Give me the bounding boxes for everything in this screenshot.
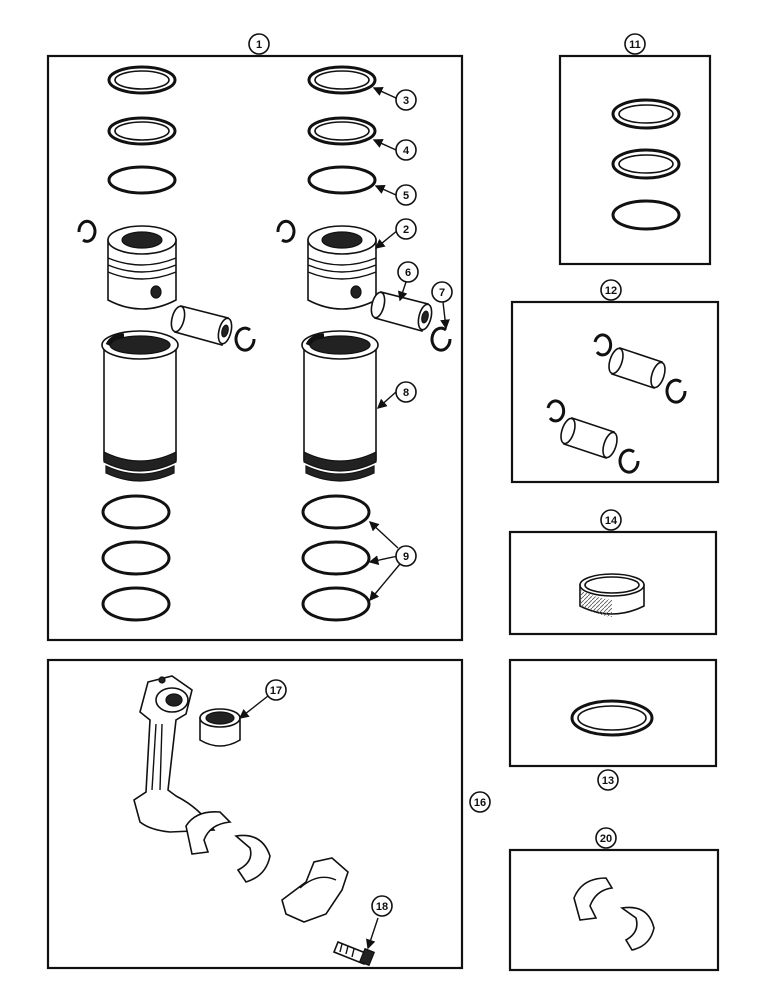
panel-bearing-shells xyxy=(508,848,720,972)
callout-20: 20 xyxy=(595,827,617,849)
seal-ring xyxy=(570,699,654,737)
ring-set-oil-ring xyxy=(611,199,681,231)
right-snap-ring-a xyxy=(276,219,296,243)
callout-8: 8 xyxy=(395,381,417,403)
callout-9: 9 xyxy=(395,545,417,567)
svg-text:18: 18 xyxy=(376,901,388,913)
svg-text:14: 14 xyxy=(605,515,618,527)
left-oil-ring xyxy=(107,165,177,195)
right-o-ring-3 xyxy=(301,586,371,622)
right-compression-ring-1 xyxy=(307,65,377,95)
callout-12: 12 xyxy=(600,279,622,301)
svg-text:11: 11 xyxy=(629,39,641,51)
left-compression-ring-2 xyxy=(107,116,177,146)
left-o-ring-1 xyxy=(101,494,171,530)
callout-11: 11 xyxy=(624,33,646,55)
callout-7: 7 xyxy=(431,281,453,303)
pin-kit-pin-2 xyxy=(560,416,618,460)
rod-bearing-shell-upper xyxy=(185,810,232,855)
right-oil-ring xyxy=(307,165,377,195)
left-piston-pin xyxy=(170,305,233,346)
svg-text:16: 16 xyxy=(474,797,486,809)
left-cylinder-sleeve xyxy=(101,330,179,482)
pin-kit-snap-ring-1 xyxy=(593,333,613,357)
bushing-sleeve xyxy=(579,573,645,617)
right-o-ring-2 xyxy=(301,540,371,576)
right-compression-ring-2 xyxy=(307,116,377,146)
svg-text:9: 9 xyxy=(403,551,409,563)
callout-14: 14 xyxy=(600,509,622,531)
svg-text:1: 1 xyxy=(256,39,262,51)
panel-pin-kit xyxy=(510,300,720,484)
svg-text:12: 12 xyxy=(605,285,617,297)
panel-bushing xyxy=(508,530,718,636)
right-piston xyxy=(307,225,377,310)
left-piston xyxy=(107,225,177,310)
callout-5: 5 xyxy=(395,184,417,206)
pin-kit-pin-1 xyxy=(608,346,666,390)
callout-2: 2 xyxy=(395,218,417,240)
rod-bushing xyxy=(199,708,241,747)
left-compression-ring-1 xyxy=(107,65,177,95)
right-o-ring-1 xyxy=(301,494,371,530)
svg-text:4: 4 xyxy=(403,145,410,157)
right-cylinder-sleeve xyxy=(301,330,379,482)
right-snap-ring-b xyxy=(430,326,452,352)
left-snap-ring-a xyxy=(77,219,97,243)
callout-16: 16 xyxy=(469,791,491,813)
pin-kit-snap-ring-2 xyxy=(665,378,687,404)
rod-cap xyxy=(281,857,349,923)
callout-13: 13 xyxy=(597,769,619,791)
bearing-shell-upper xyxy=(573,877,614,921)
callout-6: 6 xyxy=(397,261,419,283)
rod-bearing-shell-lower xyxy=(234,834,271,883)
callout-3: 3 xyxy=(395,89,417,111)
panel-seal-ring xyxy=(508,658,718,768)
left-o-ring-3 xyxy=(101,586,171,622)
panel-ring-set xyxy=(558,54,712,266)
svg-text:17: 17 xyxy=(270,685,282,697)
rod-bolt xyxy=(332,940,376,967)
pin-kit-snap-ring-4 xyxy=(618,448,640,474)
left-snap-ring-b xyxy=(234,326,256,352)
svg-text:7: 7 xyxy=(439,287,445,299)
ring-set-ring-2 xyxy=(611,148,681,180)
callout-4: 4 xyxy=(395,139,417,161)
callout-17: 17 xyxy=(265,679,287,701)
ring-set-ring-1 xyxy=(611,98,681,130)
svg-text:6: 6 xyxy=(405,267,411,279)
panel-connecting-rod xyxy=(46,658,464,970)
svg-text:2: 2 xyxy=(403,224,409,236)
svg-text:5: 5 xyxy=(403,190,409,202)
callout-1: 1 xyxy=(248,33,270,55)
svg-text:20: 20 xyxy=(600,833,612,845)
callout-18: 18 xyxy=(371,895,393,917)
svg-text:8: 8 xyxy=(403,387,409,399)
left-o-ring-2 xyxy=(101,540,171,576)
panel-piston-kit xyxy=(46,54,464,642)
svg-text:3: 3 xyxy=(403,95,409,107)
svg-text:13: 13 xyxy=(602,775,614,787)
connecting-rod xyxy=(133,675,216,833)
pin-kit-snap-ring-3 xyxy=(546,399,566,423)
bearing-shell-lower xyxy=(619,906,655,951)
right-piston-pin xyxy=(370,291,433,332)
